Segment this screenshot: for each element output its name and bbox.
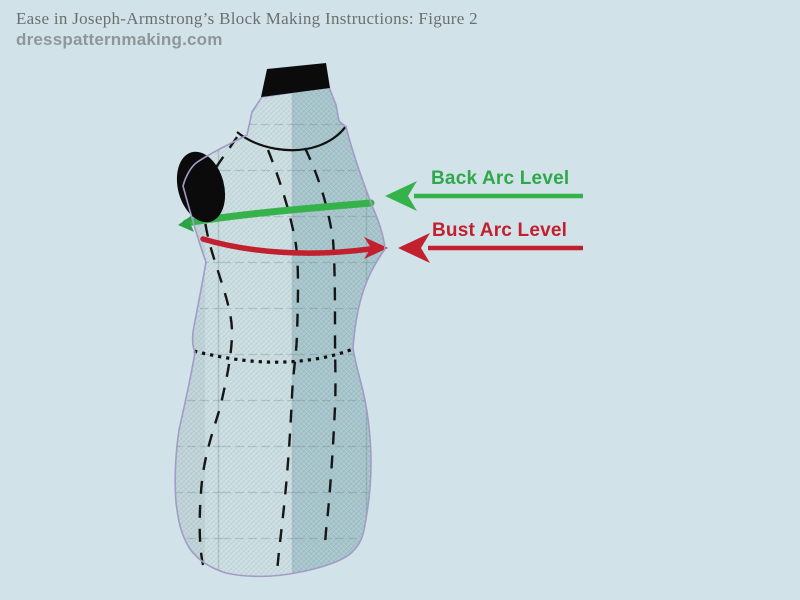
fabric-shading <box>175 87 385 577</box>
back-arc-annotation-arrow <box>385 181 583 211</box>
back-arc-body-arrowhead-icon <box>178 213 195 232</box>
princess-seam-left <box>198 136 239 566</box>
neck-cap <box>261 63 330 97</box>
bust-arc-body-arrowhead-icon <box>364 237 388 259</box>
site-name: dresspatternmaking.com <box>16 30 223 49</box>
bust-arc-annotation-arrow <box>398 233 583 263</box>
page-title: Ease in Joseph-Armstrong’s Block Making … <box>16 9 478 28</box>
waist-line <box>193 347 354 364</box>
bust-arc-arrowhead-icon <box>398 233 430 263</box>
back-arc-arrowhead-icon <box>385 181 417 211</box>
bust-arc-line-on-body <box>200 236 388 259</box>
dress-form <box>174 63 388 578</box>
header: Ease in Joseph-Armstrong’s Block Making … <box>16 8 478 50</box>
bust-arc-label: Bust Arc Level <box>432 220 568 241</box>
neckline <box>236 125 347 152</box>
dress-form-outline <box>174 86 386 578</box>
back-arc-label: Back Arc Level <box>431 168 570 189</box>
